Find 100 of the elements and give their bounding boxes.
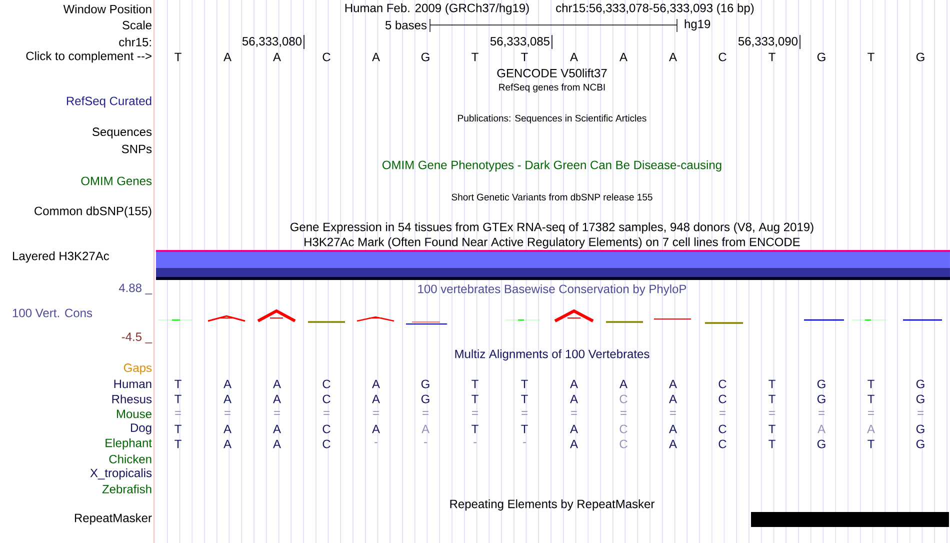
base-letter: G xyxy=(916,380,924,388)
base-letter: T xyxy=(174,424,182,434)
base-letter: = xyxy=(571,411,577,415)
base-letter: = xyxy=(224,411,230,415)
base-letter: G xyxy=(916,394,924,404)
base-letter: A xyxy=(818,424,826,434)
base-letter: C xyxy=(718,440,726,448)
track-label: X_tropicalis xyxy=(90,468,152,480)
base-letter: = xyxy=(324,411,330,415)
base-letter: T xyxy=(521,424,528,434)
base-letter: C xyxy=(620,394,628,404)
base-letter: A xyxy=(372,394,380,404)
base-letter: A xyxy=(273,380,281,388)
base-letter: A xyxy=(273,394,281,404)
base-letter: T xyxy=(174,440,182,448)
track-title: Multiz Alignments of 100 Vertebrates xyxy=(455,349,650,361)
base-letter: T xyxy=(768,380,776,388)
base-letter: C xyxy=(620,424,628,434)
base-letter: = xyxy=(620,411,626,415)
base-letter: A xyxy=(224,440,232,448)
base-letter: = xyxy=(373,411,379,415)
base-letter: A xyxy=(669,52,677,62)
base-letter: A xyxy=(224,394,232,404)
base-letter: T xyxy=(768,394,776,404)
base-letter: C xyxy=(322,394,330,404)
base-letter: T xyxy=(521,52,528,62)
base-letter: = xyxy=(769,411,775,415)
base-letter: = xyxy=(175,411,181,415)
base-letter: A xyxy=(224,52,232,62)
track-label: 100 Vert. Cons xyxy=(12,308,92,318)
base-letter: C xyxy=(718,52,726,62)
base-letter: A xyxy=(372,52,380,62)
base-letter: C xyxy=(718,424,726,434)
base-letter: G xyxy=(916,52,924,62)
base-letter: A xyxy=(273,424,281,434)
base-letter: T xyxy=(174,52,182,62)
track-label: Gaps xyxy=(124,364,152,374)
track-label: Human xyxy=(114,380,152,388)
track-label: chr15: xyxy=(119,38,151,46)
position-label: 56,333,090 xyxy=(738,37,798,47)
base-letter: G xyxy=(817,394,826,404)
repeat-element-bar xyxy=(751,512,949,527)
assembly-label: Human Feb. 2009 (GRCh37/hg19) xyxy=(345,3,529,15)
base-letter: T xyxy=(868,380,874,388)
base-letter: = xyxy=(818,411,824,415)
track-label: Common dbSNP(155) xyxy=(34,206,152,218)
base-letter: = xyxy=(472,411,478,415)
track-label: Mouse xyxy=(116,410,152,418)
base-letter: = xyxy=(274,411,280,415)
track-label: 4.88 _ xyxy=(118,284,152,294)
base-letter: A xyxy=(570,424,578,434)
base-letter: A xyxy=(273,440,281,448)
track-label: Sequences xyxy=(92,128,152,138)
base-letter: A xyxy=(620,52,628,62)
base-letter: A xyxy=(570,394,578,404)
base-letter: T xyxy=(521,394,528,404)
track-label: RepeatMasker xyxy=(74,513,152,525)
base-letter: T xyxy=(472,394,478,404)
base-letter: T xyxy=(521,380,528,388)
scale-label: hg19 xyxy=(684,19,710,31)
base-letter: T xyxy=(868,394,874,404)
base-letter: A xyxy=(669,394,677,404)
base-letter: A xyxy=(422,424,430,434)
base-letter: A xyxy=(273,52,281,62)
track-title: Short Genetic Variants from dbSNP release 155 xyxy=(452,194,652,200)
base-letter: A xyxy=(372,380,380,388)
base-letter: C xyxy=(718,394,726,404)
base-letter: G xyxy=(421,380,430,388)
base-letter: - xyxy=(424,442,427,444)
position-range-label: chr15:56,333,078-56,333,093 (16 bp) xyxy=(556,3,754,15)
track-label: Scale xyxy=(122,20,152,30)
base-letter: T xyxy=(174,380,182,388)
base-letter: G xyxy=(817,52,826,62)
track-title: RefSeq genes from NCBI xyxy=(499,84,605,92)
base-letter: A xyxy=(669,380,677,388)
base-letter: A xyxy=(867,424,875,434)
base-letter: T xyxy=(472,380,478,388)
track-label: Rhesus xyxy=(112,394,152,404)
track-label: Zebrafish xyxy=(102,484,152,494)
base-letter: A xyxy=(570,380,578,388)
base-letter: T xyxy=(174,394,182,404)
base-letter: G xyxy=(421,394,430,404)
base-letter: T xyxy=(868,440,874,448)
track-title: H3K27Ac Mark (Often Found Near Active Regulatory Elements) on 7 cell lines from ENCODE xyxy=(304,237,800,249)
track-label: RefSeq Curated xyxy=(66,96,152,108)
base-letter: G xyxy=(421,52,430,62)
base-letter: - xyxy=(523,442,526,444)
base-letter: A xyxy=(372,424,380,434)
base-letter: G xyxy=(916,424,924,434)
base-letter: C xyxy=(322,52,330,62)
position-label: 56,333,080 xyxy=(242,37,302,47)
base-letter: C xyxy=(322,440,330,448)
base-letter: - xyxy=(474,442,476,444)
track-label: Chicken xyxy=(109,454,152,464)
base-letter: A xyxy=(570,52,578,62)
base-letter: A xyxy=(224,380,232,388)
base-letter: G xyxy=(817,380,826,388)
base-letter: = xyxy=(670,411,676,415)
base-letter: = xyxy=(422,411,428,415)
position-label: 56,333,085 xyxy=(490,37,550,47)
